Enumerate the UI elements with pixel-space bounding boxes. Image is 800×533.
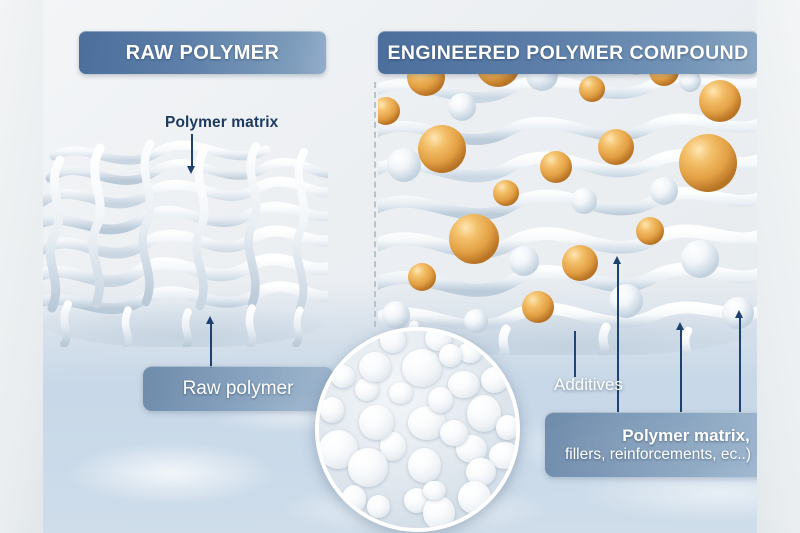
polymer-pellets-zoom-circle [315, 327, 520, 532]
raw-polymer-callout-label: Raw polymer [182, 378, 294, 399]
matrix-callout-line2: fillers, reinforcements, ec..) [564, 445, 752, 463]
polymer-pellet [407, 448, 442, 484]
polymer-matrix-label: Polymer matrix [165, 114, 279, 131]
pellet-field [319, 331, 516, 528]
raw-polymer-banner-title: RAW POLYMER [125, 41, 280, 64]
content-panel: Polymer matrix Raw polymer Additives [43, 0, 757, 533]
raw-polymer-tangle [43, 132, 328, 347]
polymer-pellet [388, 381, 413, 404]
arrow-up-icon [206, 316, 219, 368]
polymer-pellet [401, 348, 442, 388]
polymer-pellet [423, 480, 446, 501]
engineered-compound-banner: ENGINEERED POLYMER COMPOUND [378, 31, 757, 74]
polymer-pellet [341, 485, 367, 513]
polymer-pellet [447, 370, 480, 399]
polymer-pellet [331, 365, 356, 388]
polymer-pellet [348, 447, 388, 488]
polymer-pellet [359, 351, 392, 382]
left-margin-strip [0, 0, 43, 533]
polymer-pellet [319, 396, 345, 423]
polymer-pellet [428, 386, 453, 413]
polymer-pellet [359, 405, 395, 440]
matrix-callout-line1: Polymer matrix, [622, 425, 750, 445]
engineered-compound-banner-title: ENGINEERED POLYMER COMPOUND [387, 41, 749, 64]
polymer-pellet [481, 366, 509, 393]
leader-line-icon [574, 331, 576, 377]
engineered-compound-tangle [378, 15, 757, 355]
polymer-pellet [496, 414, 516, 440]
raw-polymer-callout: Raw polymer [143, 366, 333, 411]
polymer-pellet [379, 331, 406, 353]
right-margin-strip [757, 0, 800, 533]
matrix-fillers-callout: Polymer matrix, fillers, reinforcements,… [545, 412, 757, 477]
polymer-pellet [457, 481, 492, 515]
arrow-down-icon [187, 134, 200, 174]
additives-label: Additives [554, 375, 623, 394]
polymer-pellet [423, 495, 456, 528]
polymer-pellet [439, 343, 462, 367]
raw-polymer-banner: RAW POLYMER [79, 31, 326, 74]
polymer-pellet [366, 494, 391, 518]
panel-divider [374, 82, 376, 327]
arrow-up-icon [735, 310, 748, 412]
arrow-up-icon [676, 322, 689, 412]
polymer-pellet [439, 420, 468, 446]
